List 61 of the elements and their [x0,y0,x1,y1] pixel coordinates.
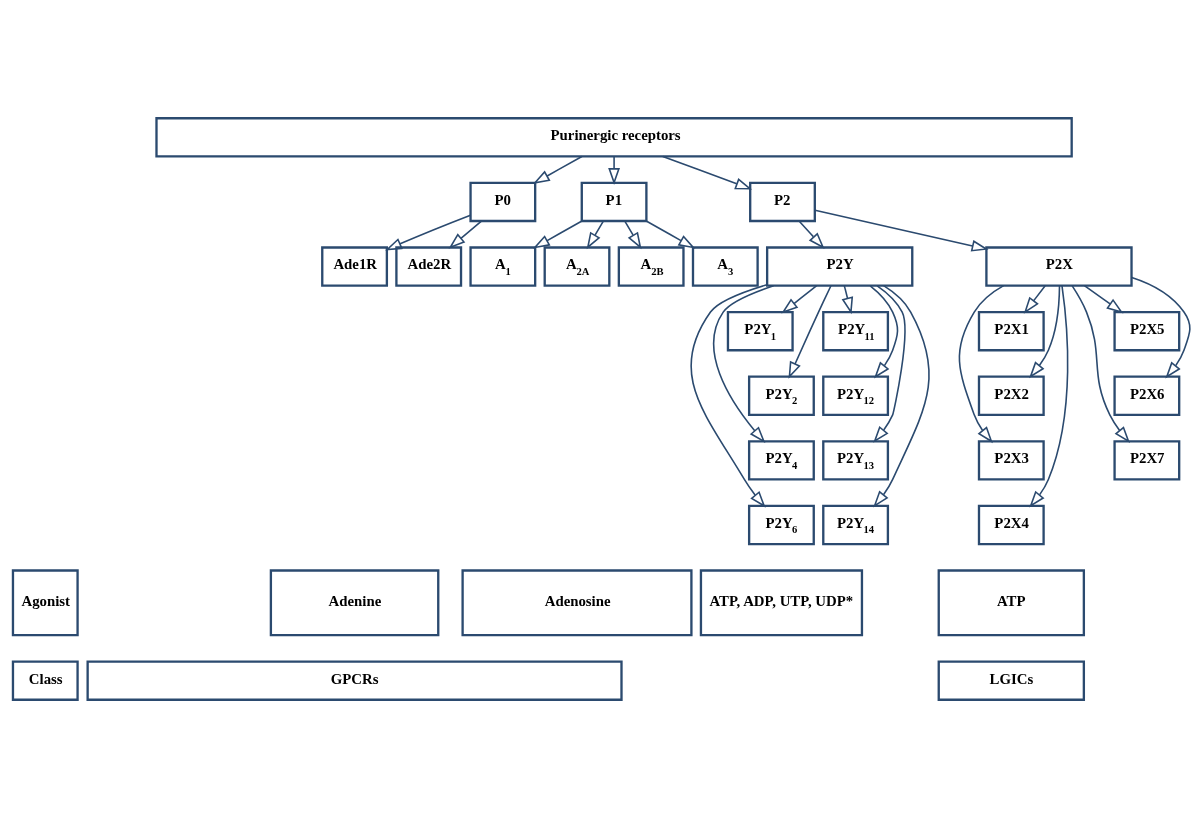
arrow [624,219,642,249]
arrow [1130,276,1191,379]
node-box: Purinergic receptors [155,116,1073,158]
arrow [1071,284,1130,443]
node-box: P2X5 [1113,310,1181,351]
node-box: A$_{2A}$ [543,245,611,287]
node-box: P2Y$_{14}$ [822,504,890,545]
node-box: LGICs [937,659,1086,701]
node-box: P2X4 [977,504,1045,545]
node-box: P2Y$_{11}$ [822,310,890,351]
arrow [712,284,775,443]
arrow [798,219,825,249]
arrow [690,283,768,508]
node-box: Adenosine [461,568,693,636]
node-box: P2Y$_{12}$ [822,375,890,416]
node-box: ATP, ADP, UTP, UDP* [699,568,864,636]
arrow [608,155,621,185]
arrow [586,219,605,249]
arrow [788,284,832,379]
arrow [645,219,696,249]
arrow [385,213,472,250]
node-box: P2X7 [1113,439,1181,481]
node-box: P2Y$_{6}$ [747,504,815,545]
node-box: P2X2 [977,375,1045,416]
node-box: P2X6 [1113,375,1181,416]
node-box: P2Y$_{2}$ [747,375,815,416]
node-box: P2X3 [977,439,1045,481]
node-box: P2X1 [977,310,1045,351]
node-box: P2Y$_{1}$ [726,310,794,351]
arrow [448,219,483,249]
arrow [532,219,583,249]
node-box: Class [11,659,79,701]
node-box: Adenine [269,568,440,636]
node-box: P2Y [765,245,914,287]
arrow [1083,284,1124,313]
node-box: Agonist [11,568,79,636]
arrow [873,284,930,507]
node-box: P2Y$_{4}$ [747,439,815,481]
node-box: P1 [580,181,648,222]
node-box: P2Y$_{13}$ [822,439,890,481]
node-box: GPCRs [86,659,623,701]
arrow [1023,284,1046,314]
node-box: P2X [985,245,1133,287]
node-box: ATP [937,568,1086,636]
node-box: Ade2R [395,245,463,287]
arrow [532,155,583,184]
node-box: A$_{2B}$ [617,245,685,287]
arrow [873,284,906,443]
arrow [958,284,1005,443]
node-box: A$_{1}$ [469,245,537,287]
arrow [1029,284,1069,508]
arrow [869,284,899,379]
arrow [781,284,818,314]
arrow [814,209,989,252]
arrow [841,284,854,314]
node-box: Ade1R [321,245,389,287]
node-box: A$_{3}$ [691,245,759,287]
arrow [1029,284,1061,378]
node-box: P2 [749,181,816,222]
arrow [662,155,753,190]
node-box: P0 [469,181,537,222]
